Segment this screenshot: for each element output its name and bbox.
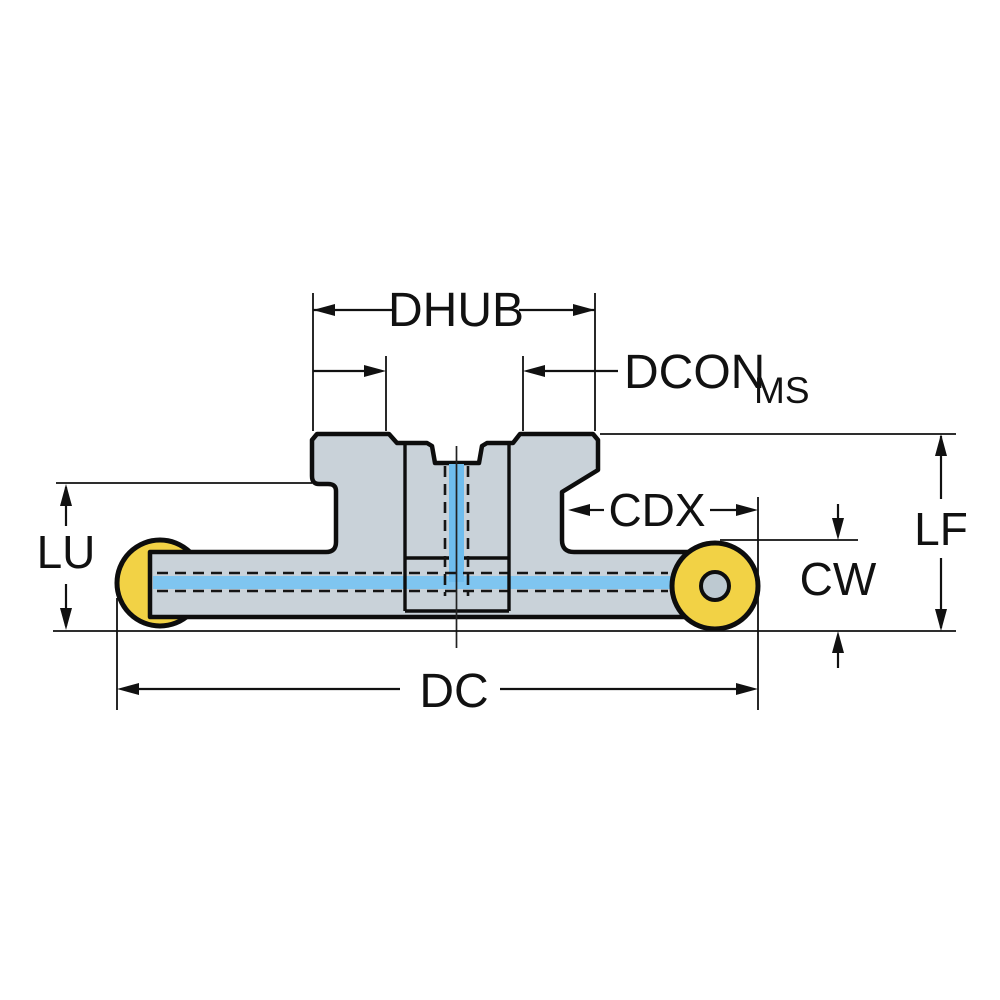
dimension-lu: LU — [37, 482, 312, 630]
dimension-cw: CW — [720, 504, 877, 668]
lf-arrow-up — [935, 434, 947, 456]
cutter-body — [147, 431, 721, 620]
dcon-arrow-left — [364, 365, 386, 377]
lf-arrow-down — [935, 609, 947, 631]
dcon-sub-label: MS — [754, 370, 810, 411]
cdx-arrow-right — [736, 504, 758, 516]
dc-label: DC — [419, 665, 488, 718]
dimension-cdx: CDX — [568, 484, 758, 536]
cdx-arrow-left — [568, 504, 590, 516]
dhub-arrow-right — [573, 304, 595, 316]
coolant-channel-horizontal — [153, 576, 672, 589]
dhub-arrow-left — [313, 304, 335, 316]
dc-arrow-right — [736, 683, 758, 695]
lf-label: LF — [914, 503, 968, 555]
dhub-label: DHUB — [388, 284, 524, 337]
dcon-label: DCON — [624, 346, 765, 399]
cw-arrow-up — [832, 631, 844, 653]
dimension-lf: LF — [600, 433, 968, 631]
insert-right-hole — [699, 570, 731, 602]
cw-label: CW — [800, 553, 877, 605]
dimension-dcon: DCON MS — [313, 346, 810, 431]
lu-arrow-up — [60, 484, 72, 506]
dimension-dc: DC — [116, 497, 759, 718]
cutter-body-outline — [147, 431, 721, 620]
dimension-dhub: DHUB — [312, 284, 596, 431]
insert-right — [669, 540, 761, 632]
lu-arrow-down — [60, 608, 72, 630]
cdx-label: CDX — [608, 484, 705, 536]
dc-arrow-left — [117, 683, 139, 695]
lu-label: LU — [37, 526, 96, 578]
cw-arrow-down — [832, 518, 844, 540]
dcon-arrow-right — [523, 365, 545, 377]
